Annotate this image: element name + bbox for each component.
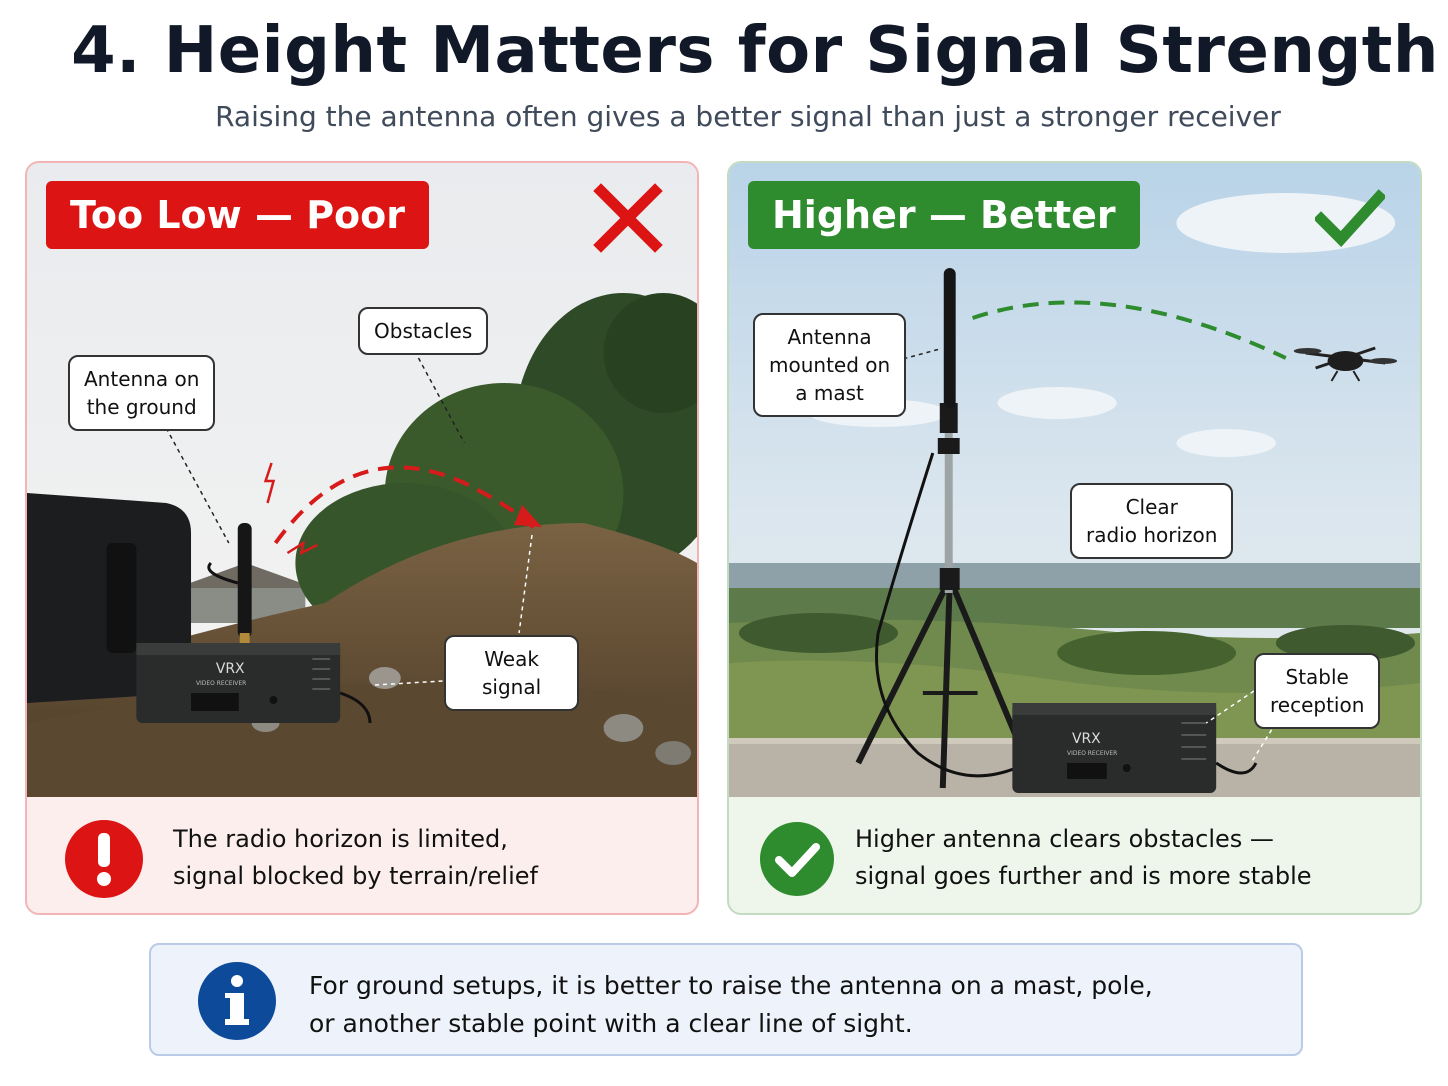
exclamation-icon <box>65 820 143 898</box>
callout-line: Weak <box>484 647 539 671</box>
clear-signal-path <box>971 300 1287 360</box>
info-tip-text: For ground setups, it is better to raise… <box>309 967 1153 1043</box>
callout-line: Stable <box>1285 665 1349 689</box>
info-icon <box>198 962 276 1040</box>
callout-line: mounted on <box>769 353 891 377</box>
callout-line: reception <box>1270 693 1365 717</box>
status-line: The radio horizon is limited, <box>173 825 508 853</box>
info-line: For ground setups, it is better to raise… <box>309 971 1153 1000</box>
higher-badge: Higher — Better <box>748 181 1140 249</box>
interference-icon <box>263 462 276 504</box>
device-vrx-label: VRX <box>1072 731 1101 747</box>
info-tip-box: For ground setups, it is better to raise… <box>149 943 1303 1056</box>
callout-line: signal <box>482 675 542 699</box>
mast-scene-illustration: VRX VIDEO RECEIVER <box>729 163 1420 797</box>
higher-status: Higher antenna clears obstacles — signal… <box>729 797 1420 913</box>
callout-line: Obstacles <box>374 319 473 343</box>
device-vrx-sublabel: VIDEO RECEIVER <box>196 680 246 687</box>
callout-line: a mast <box>795 381 864 405</box>
callout-clear-horizon: Clear radio horizon <box>1070 483 1234 559</box>
status-line: signal blocked by terrain/relief <box>173 862 538 890</box>
callout-line: Antenna <box>787 325 872 349</box>
check-icon <box>1315 189 1385 247</box>
callout-antenna-on-mast: Antenna mounted on a mast <box>753 313 907 417</box>
callout-antenna-on-ground: Antenna on the ground <box>68 355 216 431</box>
callout-line: Clear <box>1125 495 1178 519</box>
page-subtitle: Raising the antenna often gives a better… <box>215 100 1281 133</box>
status-line: Higher antenna clears obstacles — <box>855 825 1274 853</box>
drone-icon <box>1293 346 1398 382</box>
callout-line: Antenna on <box>84 367 200 391</box>
signal-arrow-icon <box>514 505 542 527</box>
callout-weak-signal: Weak signal <box>444 635 580 711</box>
panel-too-low: VRX VIDEO RECEIVER Too Low — Poor Antenn… <box>25 161 699 915</box>
ground-scene-illustration: VRX VIDEO RECEIVER <box>27 163 697 797</box>
too-low-status-text: The radio horizon is limited, signal blo… <box>173 821 538 895</box>
callout-obstacles: Obstacles <box>358 307 489 355</box>
callout-stable-reception: Stable reception <box>1254 653 1381 729</box>
too-low-badge: Too Low — Poor <box>46 181 430 249</box>
callout-line: the ground <box>86 395 197 419</box>
panel-higher: VRX VIDEO RECEIVER Higher — Better Anten… <box>727 161 1422 915</box>
cross-icon <box>593 183 663 253</box>
check-circle-icon <box>760 822 834 896</box>
too-low-status: The radio horizon is limited, signal blo… <box>27 797 697 913</box>
info-line: or another stable point with a clear lin… <box>309 1009 913 1038</box>
status-line: signal goes further and is more stable <box>855 862 1312 890</box>
blocked-signal-path <box>273 465 536 545</box>
higher-status-text: Higher antenna clears obstacles — signal… <box>855 821 1312 895</box>
device-vrx-sublabel: VIDEO RECEIVER <box>1067 750 1117 757</box>
page-title: 4. Height Matters for Signal Strength <box>71 14 1439 88</box>
callout-line: radio horizon <box>1086 523 1218 547</box>
device-vrx-label: VRX <box>216 661 245 677</box>
